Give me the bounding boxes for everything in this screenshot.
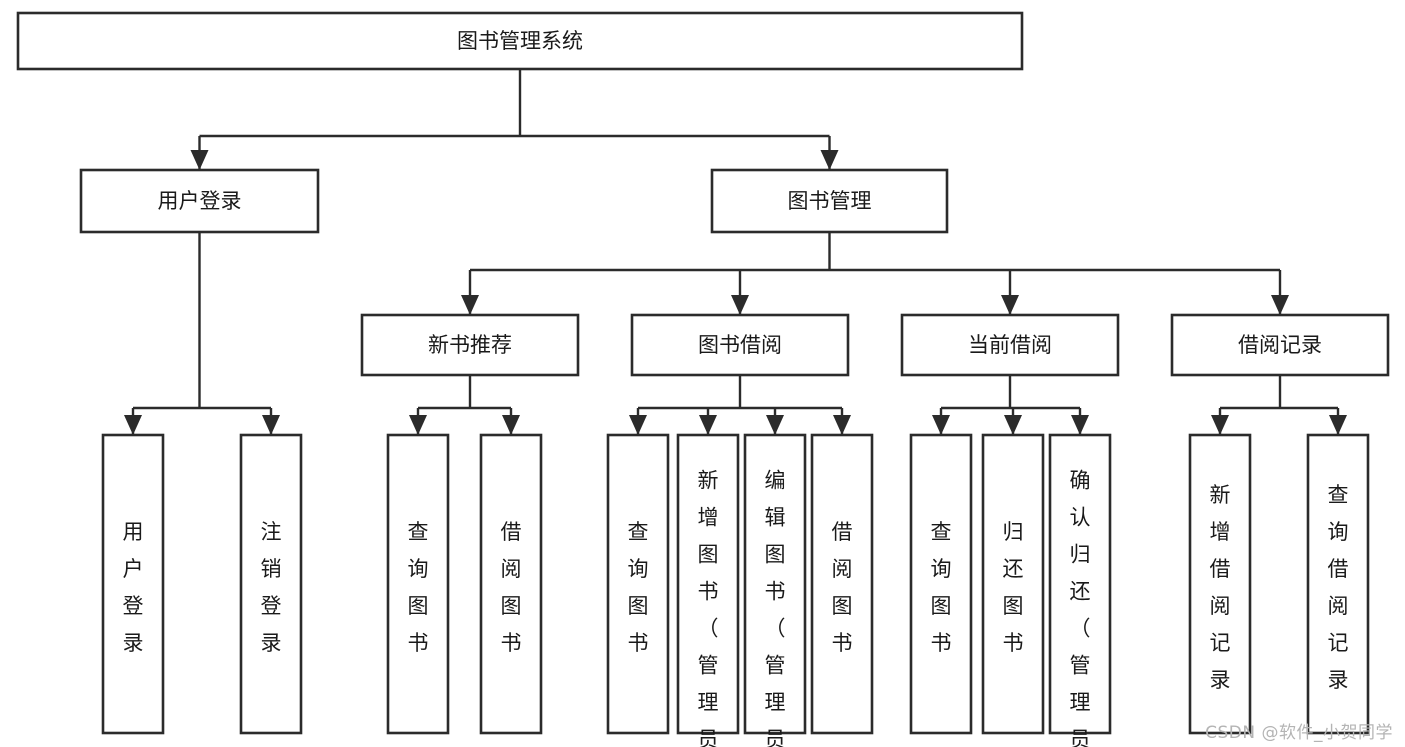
leaf-node-3-label: 借阅图书 [501, 520, 522, 655]
leaf-node-1-rect [239, 433, 303, 735]
borrow-to-leaves-arrow-2 [766, 415, 784, 435]
level2-node-1-label: 图书管理 [788, 189, 872, 213]
current-to-leaves-arrow-1 [1004, 415, 1022, 435]
leaf-node-11-rect [1188, 433, 1252, 735]
level2-node-1-rect [710, 168, 949, 234]
leaf-node-12[interactable]: 查询借阅记录 [1306, 433, 1370, 735]
leaf-node-9[interactable]: 归还图书 [981, 433, 1045, 735]
level3-node-2-rect [900, 313, 1120, 377]
leaf-node-7-label: 借阅图书 [832, 520, 853, 655]
level3-node-3[interactable]: 借阅记录 [1170, 313, 1390, 377]
current-to-leaves-arrow-0 [932, 415, 950, 435]
level2-node-0-label: 用户登录 [158, 189, 242, 213]
leaf-node-2[interactable]: 查询图书 [386, 433, 450, 735]
level3-node-1-label: 图书借阅 [698, 333, 782, 357]
leaf-node-4-rect [606, 433, 670, 735]
level3-node-1[interactable]: 图书借阅 [630, 313, 850, 377]
leaf-node-12-label: 查询借阅记录 [1328, 483, 1349, 692]
leaf-node-10-label: 确认归还（管理员） [1070, 469, 1091, 747]
leaf-node-0[interactable]: 用户登录 [101, 433, 165, 735]
leaf-node-4[interactable]: 查询图书 [606, 433, 670, 735]
leaf-node-9-rect [981, 433, 1045, 735]
leaf-node-10-rect [1048, 433, 1112, 735]
userlogin-to-leaves-arrow-0 [124, 415, 142, 435]
newbook-to-leaves-arrow-1 [502, 415, 520, 435]
leaf-node-6[interactable]: 编辑图书（管理员） [743, 433, 807, 747]
leaf-node-7[interactable]: 借阅图书 [810, 433, 874, 735]
leaf-node-3[interactable]: 借阅图书 [479, 433, 543, 735]
level3-node-0-rect [360, 313, 580, 377]
leaf-node-5-label: 新增图书（管理员） [698, 469, 719, 747]
level3-node-3-label: 借阅记录 [1238, 333, 1322, 357]
leaf-node-4-label: 查询图书 [628, 520, 649, 655]
level3-node-1-rect [630, 313, 850, 377]
root-to-level2-arrow-1 [820, 150, 839, 170]
level3-node-0[interactable]: 新书推荐 [360, 313, 580, 377]
root-node-label: 图书管理系统 [457, 29, 583, 53]
level3-node-2[interactable]: 当前借阅 [900, 313, 1120, 377]
leaf-node-9-label: 归还图书 [1003, 520, 1024, 655]
level3-node-3-rect [1170, 313, 1390, 377]
level3-node-0-label: 新书推荐 [428, 333, 512, 357]
csdn-watermark: CSDN @软件_小贺同学 [1205, 723, 1393, 743]
level2-node-0-rect [79, 168, 320, 234]
leaf-node-11[interactable]: 新增借阅记录 [1188, 433, 1252, 735]
leaf-node-5-rect [676, 433, 740, 735]
borrow-to-leaves-arrow-3 [833, 415, 851, 435]
leaf-node-11-label: 新增借阅记录 [1210, 483, 1231, 692]
leaf-node-8-rect [909, 433, 973, 735]
bookmgmt-to-level3-arrow-2 [1001, 295, 1019, 315]
leaf-node-0-rect [101, 433, 165, 735]
root-to-level2-arrow-0 [190, 150, 209, 170]
root-node[interactable]: 图书管理系统 [16, 11, 1024, 71]
bookmgmt-to-level3-arrow-0 [461, 295, 479, 315]
bookmgmt-to-level3-arrow-1 [731, 295, 749, 315]
borrow-to-leaves-arrow-1 [699, 415, 717, 435]
borrow-to-leaves-arrow-0 [629, 415, 647, 435]
records-to-leaves-arrow-1 [1329, 415, 1347, 435]
leaf-node-3-rect [479, 433, 543, 735]
connector-lines-group [124, 69, 1347, 435]
level2-node-1[interactable]: 图书管理 [710, 168, 949, 234]
leaf-node-0-label: 用户登录 [123, 520, 144, 655]
leaf-node-7-rect [810, 433, 874, 735]
leaf-node-10[interactable]: 确认归还（管理员） [1048, 433, 1112, 747]
level2-node-0[interactable]: 用户登录 [79, 168, 320, 234]
leaf-node-6-label: 编辑图书（管理员） [765, 469, 786, 747]
leaf-node-8-label: 查询图书 [931, 520, 952, 655]
records-to-leaves-arrow-0 [1211, 415, 1229, 435]
root-node-rect [16, 11, 1024, 71]
current-to-leaves-arrow-2 [1071, 415, 1089, 435]
userlogin-to-leaves-arrow-1 [262, 415, 280, 435]
leaf-node-2-rect [386, 433, 450, 735]
leaf-node-6-rect [743, 433, 807, 735]
bookmgmt-to-level3-arrow-3 [1271, 295, 1289, 315]
level3-node-2-label: 当前借阅 [968, 333, 1052, 357]
leaf-node-1-label: 注销登录 [261, 520, 282, 655]
newbook-to-leaves-arrow-0 [409, 415, 427, 435]
leaf-node-8[interactable]: 查询图书 [909, 433, 973, 735]
leaf-node-1[interactable]: 注销登录 [239, 433, 303, 735]
leaf-node-5[interactable]: 新增图书（管理员） [676, 433, 740, 747]
leaf-node-2-label: 查询图书 [408, 520, 429, 655]
leaf-node-12-rect [1306, 433, 1370, 735]
node-boxes-group: 图书管理系统用户登录图书管理新书推荐图书借阅当前借阅借阅记录用户登录注销登录查询… [16, 11, 1390, 747]
